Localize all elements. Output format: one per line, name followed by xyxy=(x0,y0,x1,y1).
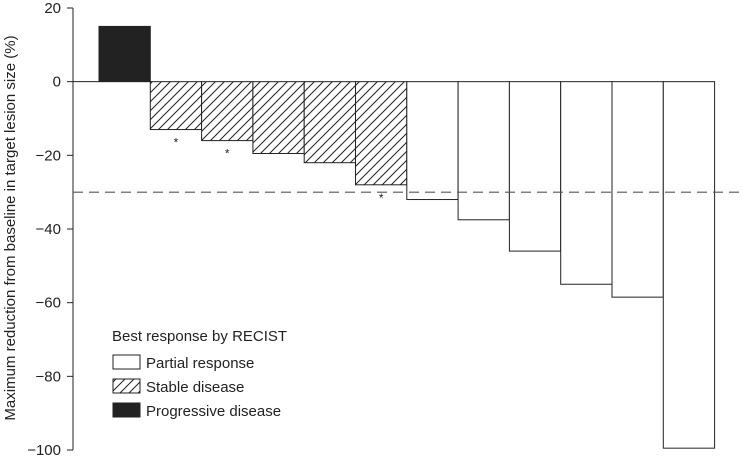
y-tick-label: −80 xyxy=(36,368,61,385)
y-tick-label: −100 xyxy=(27,442,61,456)
y-tick-label: −40 xyxy=(36,221,61,238)
y-tick-label: −20 xyxy=(36,147,61,164)
bar-stable xyxy=(303,81,357,164)
bar-partial xyxy=(508,81,562,252)
bar-partial xyxy=(406,81,459,201)
bars-group xyxy=(73,25,716,449)
legend-swatch-stable xyxy=(112,378,141,394)
legend-title: Best response by RECIST xyxy=(112,328,287,345)
asterisk-marker: * xyxy=(379,191,384,205)
significance-markers: * * * xyxy=(174,136,384,205)
bar-stable xyxy=(201,81,254,142)
asterisk-marker: * xyxy=(174,136,179,150)
legend-label-stable: Stable disease xyxy=(146,379,244,396)
bar-partial xyxy=(662,81,716,449)
asterisk-marker: * xyxy=(225,147,230,161)
legend-swatch-progressive xyxy=(112,402,141,418)
bar-stable xyxy=(149,81,203,131)
y-axis: 20 0 −20 −40 −60 −80 −100 xyxy=(27,0,74,456)
legend: Best response by RECIST Partial response… xyxy=(112,328,287,420)
bar-stable xyxy=(355,81,408,186)
bar-partial xyxy=(611,81,664,298)
y-tick-label: 0 xyxy=(53,74,61,91)
y-tick-label: −60 xyxy=(36,295,61,312)
bar-progressive xyxy=(98,25,151,83)
legend-swatch-partial xyxy=(112,354,141,370)
legend-label-progressive: Progressive disease xyxy=(146,403,281,420)
bar-partial xyxy=(457,81,510,221)
y-tick-label: 20 xyxy=(44,0,61,17)
legend-label-partial: Partial response xyxy=(146,355,254,372)
bar-partial xyxy=(560,81,613,285)
bar-stable xyxy=(252,81,305,154)
y-axis-title: Maximum reduction from baseline in targe… xyxy=(2,35,19,420)
